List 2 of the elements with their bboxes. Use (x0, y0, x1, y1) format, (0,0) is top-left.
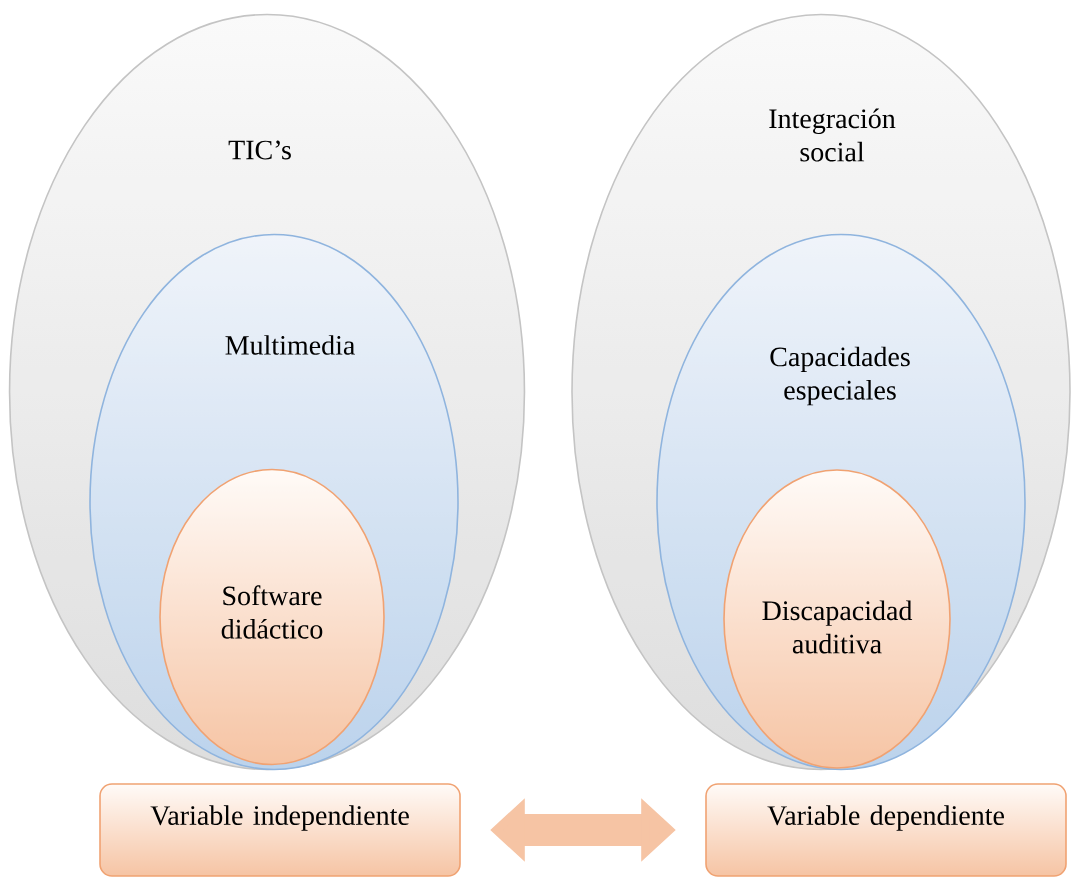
variable-box: Variable dependiente (705, 783, 1067, 877)
variable-box: Variable independiente (99, 783, 461, 877)
